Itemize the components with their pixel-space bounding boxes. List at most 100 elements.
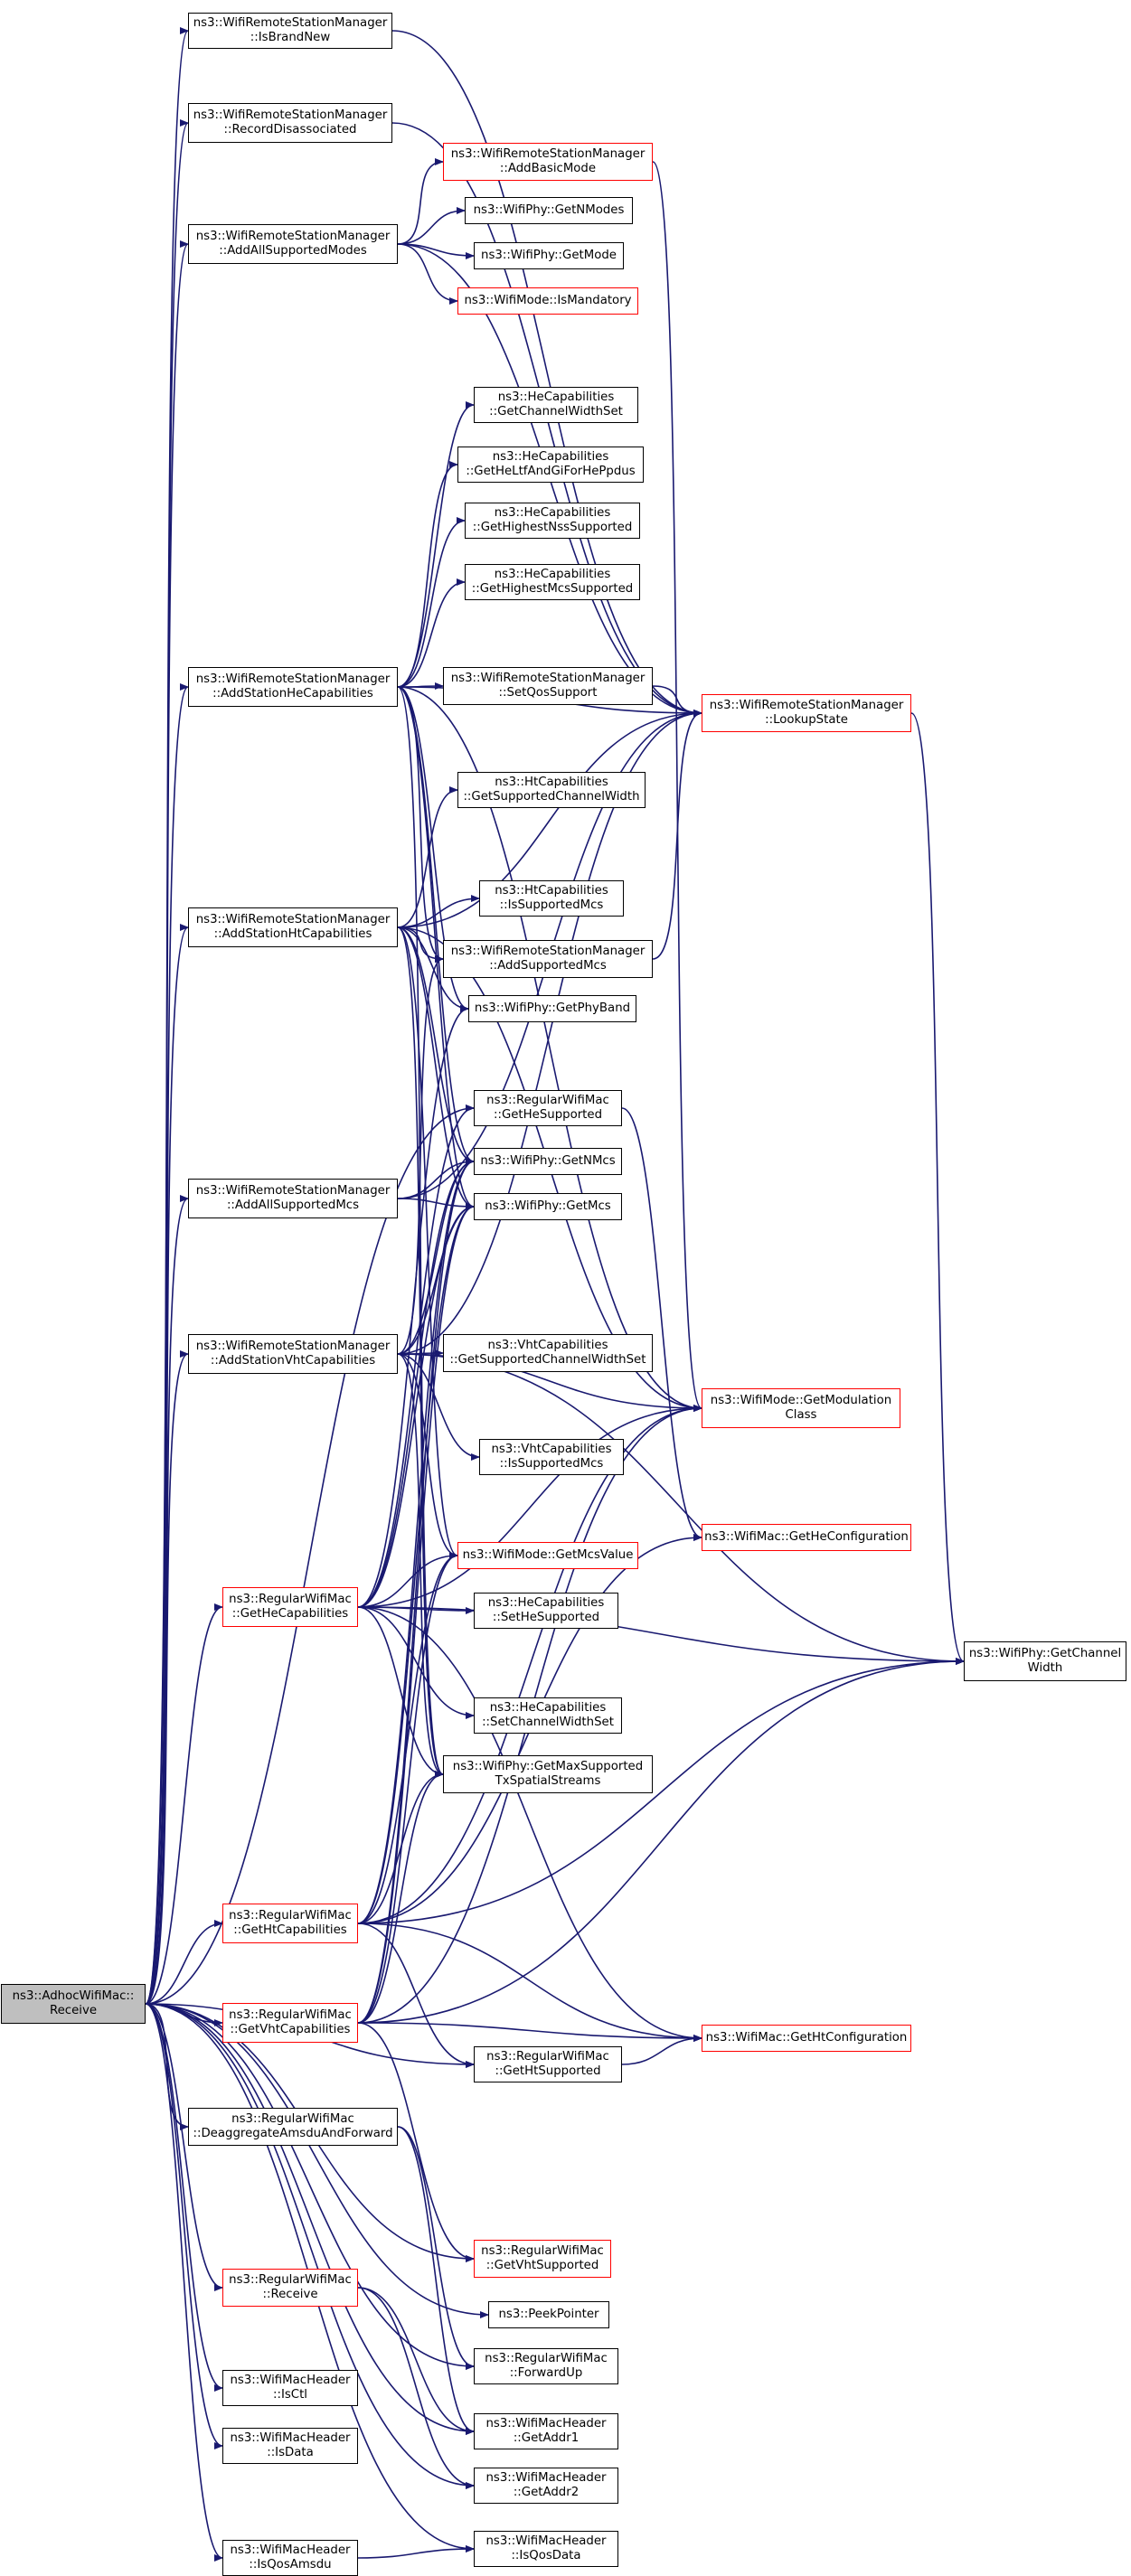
node-add-all-supported-modes[interactable]: ns3::WifiRemoteStationManager::AddAllSup… bbox=[188, 224, 398, 264]
edge-add-station-ht-to-lookup-state bbox=[397, 710, 702, 928]
node-label-line: ns3::AdhocWifiMac:: bbox=[12, 1989, 135, 2003]
node-get-vht-capabilities[interactable]: ns3::RegularWifiMac::GetVhtCapabilities bbox=[222, 2003, 358, 2043]
node-get-he-configuration[interactable]: ns3::WifiMac::GetHeConfiguration bbox=[702, 1524, 911, 1551]
node-label-line: ns3::RegularWifiMac bbox=[486, 2050, 609, 2064]
node-label-line: ::GetHtSupported bbox=[495, 2064, 601, 2078]
node-he-get-heltf[interactable]: ns3::HeCapabilities::GetHeLtfAndGiForHeP… bbox=[457, 447, 644, 483]
node-is-qos-amsdu[interactable]: ns3::WifiMacHeader::IsQosAmsdu bbox=[222, 2540, 358, 2576]
node-get-addr2[interactable]: ns3::WifiMacHeader::GetAddr2 bbox=[474, 2468, 618, 2504]
node-label-line: ns3::RegularWifiMac bbox=[231, 2112, 354, 2126]
node-add-station-vht[interactable]: ns3::WifiRemoteStationManager::AddStatio… bbox=[188, 1334, 398, 1374]
node-label-line: ::LookupState bbox=[765, 713, 848, 727]
node-is-mandatory[interactable]: ns3::WifiMode::IsMandatory bbox=[457, 287, 638, 315]
node-label-line: ::ForwardUp bbox=[509, 2366, 583, 2380]
edge-add-station-ht-to-get-n-mcs bbox=[397, 926, 475, 1165]
node-add-station-ht[interactable]: ns3::WifiRemoteStationManager::AddStatio… bbox=[188, 907, 398, 947]
edge-add-station-ht-to-ht-get-supported-channel-width bbox=[397, 786, 458, 928]
node-label-line: ns3::WifiMode::IsMandatory bbox=[464, 294, 632, 307]
node-label-line: ::GetHtCapabilities bbox=[233, 1923, 347, 1937]
node-is-ctl[interactable]: ns3::WifiMacHeader::IsCtl bbox=[222, 2370, 358, 2406]
edge-get-vht-capabilities-to-get-channel-width bbox=[357, 1658, 965, 2024]
node-set-channel-width-set[interactable]: ns3::HeCapabilities::SetChannelWidthSet bbox=[474, 1697, 622, 1734]
edge-set-qos-support-to-lookup-state bbox=[652, 685, 702, 717]
node-is-qos-data[interactable]: ns3::WifiMacHeader::IsQosData bbox=[474, 2531, 618, 2567]
edge-adhoc-receive-to-get-ht-capabilities bbox=[145, 1920, 223, 2005]
node-record-disassociated[interactable]: ns3::WifiRemoteStationManager::RecordDis… bbox=[188, 103, 392, 143]
edge-get-he-capabilities-to-get-mcs-value bbox=[357, 1552, 458, 1608]
node-label-line: ns3::WifiMacHeader bbox=[230, 2431, 351, 2445]
node-label-line: ::IsData bbox=[267, 2446, 314, 2459]
node-get-he-capabilities[interactable]: ns3::RegularWifiMac::GetHeCapabilities bbox=[222, 1587, 358, 1627]
node-is-data[interactable]: ns3::WifiMacHeader::IsData bbox=[222, 2428, 358, 2464]
node-get-ht-configuration[interactable]: ns3::WifiMac::GetHtConfiguration bbox=[702, 2025, 911, 2052]
edge-get-he-capabilities-to-get-max-supported-tx bbox=[357, 1606, 444, 1778]
node-regular-receive[interactable]: ns3::RegularWifiMac::Receive bbox=[222, 2269, 358, 2307]
node-get-vht-supported[interactable]: ns3::RegularWifiMac::GetVhtSupported bbox=[474, 2240, 611, 2278]
node-get-he-supported[interactable]: ns3::RegularWifiMac::GetHeSupported bbox=[474, 1090, 622, 1126]
node-label-line: ns3::WifiRemoteStationManager bbox=[709, 699, 904, 712]
edge-add-all-supported-modes-to-is-mandatory bbox=[397, 243, 458, 305]
node-add-all-supported-mcs[interactable]: ns3::WifiRemoteStationManager::AddAllSup… bbox=[188, 1179, 398, 1218]
edge-deaggregate-to-forward-up bbox=[397, 2126, 475, 2370]
node-label-line: ::IsQosAmsdu bbox=[249, 2558, 332, 2571]
edge-add-station-he-to-he-get-highest-mcs bbox=[397, 578, 466, 688]
node-lookup-state[interactable]: ns3::WifiRemoteStationManager::LookupSta… bbox=[702, 694, 911, 732]
node-ht-is-supported-mcs[interactable]: ns3::HtCapabilities::IsSupportedMcs bbox=[479, 880, 624, 917]
node-he-get-channel-width-set[interactable]: ns3::HeCapabilities::GetChannelWidthSet bbox=[474, 387, 638, 423]
node-label-line: Width bbox=[1027, 1661, 1063, 1675]
node-forward-up[interactable]: ns3::RegularWifiMac::ForwardUp bbox=[474, 2348, 618, 2384]
node-get-n-modes[interactable]: ns3::WifiPhy::GetNModes bbox=[465, 197, 633, 224]
edge-get-ht-capabilities-to-get-channel-width bbox=[357, 1658, 965, 1924]
node-get-ht-supported[interactable]: ns3::RegularWifiMac::GetHtSupported bbox=[474, 2046, 622, 2082]
node-get-ht-capabilities[interactable]: ns3::RegularWifiMac::GetHtCapabilities bbox=[222, 1904, 358, 1943]
edge-adhoc-receive-to-is-ctl bbox=[145, 2003, 223, 2392]
node-label-line: ns3::WifiRemoteStationManager bbox=[193, 108, 388, 122]
node-add-basic-mode[interactable]: ns3::WifiRemoteStationManager::AddBasicM… bbox=[443, 143, 653, 181]
node-get-n-mcs[interactable]: ns3::WifiPhy::GetNMcs bbox=[474, 1148, 622, 1175]
node-get-phy-band[interactable]: ns3::WifiPhy::GetPhyBand bbox=[468, 995, 636, 1022]
edge-add-all-supported-modes-to-add-basic-mode bbox=[397, 158, 444, 245]
node-label-line: ::AddBasicMode bbox=[499, 162, 597, 175]
edge-adhoc-receive-to-regular-receive bbox=[145, 2003, 223, 2291]
node-label-line: ns3::RegularWifiMac bbox=[229, 1593, 352, 1606]
node-label-line: ns3::WifiPhy::GetChannel bbox=[968, 1647, 1122, 1660]
node-label-line: ::IsQosData bbox=[511, 2549, 581, 2562]
node-vht-is-supported-mcs[interactable]: ns3::VhtCapabilities::IsSupportedMcs bbox=[479, 1439, 624, 1475]
edge-get-ht-capabilities-to-get-mcs bbox=[357, 1203, 475, 1924]
node-label-line: ns3::WifiMacHeader bbox=[485, 2534, 607, 2548]
node-get-mcs-value[interactable]: ns3::WifiMode::GetMcsValue bbox=[457, 1542, 638, 1569]
node-label-line: ns3::WifiMacHeader bbox=[485, 2417, 607, 2430]
node-set-qos-support[interactable]: ns3::WifiRemoteStationManager::SetQosSup… bbox=[443, 667, 653, 705]
node-get-mode[interactable]: ns3::WifiPhy::GetMode bbox=[474, 242, 624, 269]
edge-is-qos-amsdu-to-is-qos-data bbox=[357, 2545, 475, 2559]
node-get-mcs[interactable]: ns3::WifiPhy::GetMcs bbox=[474, 1193, 622, 1220]
edge-adhoc-receive-to-add-station-vht bbox=[145, 1350, 189, 2005]
node-he-get-highest-mcs[interactable]: ns3::HeCapabilities::GetHighestMcsSuppor… bbox=[465, 564, 640, 600]
node-is-brand-new[interactable]: ns3::WifiRemoteStationManager::IsBrandNe… bbox=[188, 13, 392, 49]
edge-get-he-capabilities-to-get-n-mcs bbox=[357, 1158, 475, 1608]
node-label-line: ns3::WifiRemoteStationManager bbox=[450, 147, 646, 161]
node-ht-get-supported-channel-width[interactable]: ns3::HtCapabilities::GetSupportedChannel… bbox=[457, 772, 646, 808]
node-label-line: ::IsSupportedMcs bbox=[499, 1457, 604, 1471]
node-add-supported-mcs[interactable]: ns3::WifiRemoteStationManager::AddSuppor… bbox=[443, 940, 653, 978]
edge-get-ht-capabilities-to-get-mcs-value bbox=[357, 1552, 458, 1924]
node-label-line: ns3::RegularWifiMac bbox=[229, 2008, 352, 2022]
node-set-he-supported[interactable]: ns3::HeCapabilities::SetHeSupported bbox=[474, 1593, 618, 1629]
edge-get-he-capabilities-to-get-channel-width bbox=[357, 1606, 965, 1665]
node-label-line: ns3::HeCapabilities bbox=[494, 506, 611, 520]
node-label-line: ::AddStationVhtCapabilities bbox=[210, 1354, 376, 1368]
edge-get-he-capabilities-to-get-mcs bbox=[357, 1203, 475, 1608]
edge-add-station-he-to-he-get-highest-nss bbox=[397, 517, 466, 688]
node-deaggregate[interactable]: ns3::RegularWifiMac::DeaggregateAmsduAnd… bbox=[188, 2108, 398, 2146]
node-vht-get-supported-channel-width-set[interactable]: ns3::VhtCapabilities::GetSupportedChanne… bbox=[443, 1334, 653, 1372]
node-peek-pointer[interactable]: ns3::PeekPointer bbox=[488, 2301, 609, 2328]
node-add-station-he[interactable]: ns3::WifiRemoteStationManager::AddStatio… bbox=[188, 667, 398, 707]
node-he-get-highest-nss[interactable]: ns3::HeCapabilities::GetHighestNssSuppor… bbox=[465, 503, 640, 539]
edge-adhoc-receive-to-forward-up bbox=[145, 2003, 475, 2370]
edge-get-vht-capabilities-to-get-mcs-value bbox=[357, 1552, 458, 2024]
edge-get-ht-capabilities-to-get-ht-supported bbox=[357, 1923, 475, 2068]
node-get-addr1[interactable]: ns3::WifiMacHeader::GetAddr1 bbox=[474, 2413, 618, 2449]
